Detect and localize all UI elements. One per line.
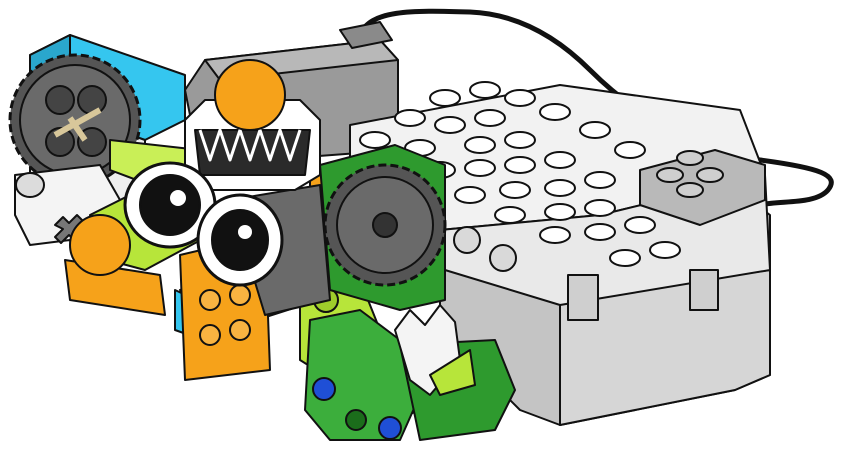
gear-24-tooth-right [323,163,447,287]
blue-peg [312,377,336,401]
pupil [139,174,201,236]
pupil [211,209,269,271]
eye-left [123,161,217,249]
orange-round-tile-left [69,214,131,276]
eye-right [196,193,284,287]
tan-axle [53,107,102,142]
blue-peg [378,416,402,440]
orange-round-tile-top [214,59,286,131]
button-studs [656,150,724,198]
gear-24-tooth-left [8,53,142,187]
gear-crown [184,99,321,191]
